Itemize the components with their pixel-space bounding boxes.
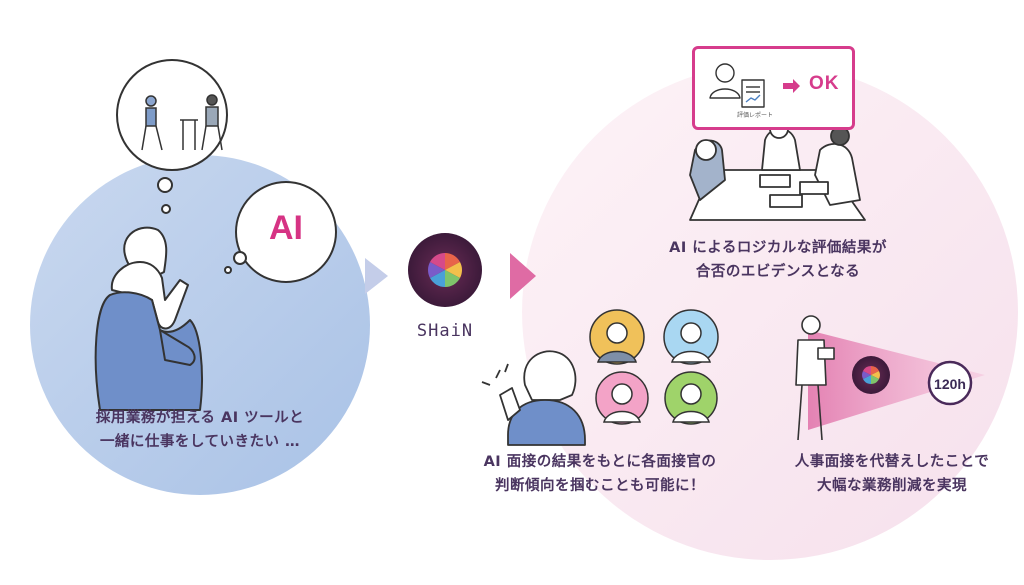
meeting-scene-illustration — [141, 94, 223, 151]
caption-bottom-middle-line-2: 判断傾向を掴むことも可能に！ — [495, 478, 705, 494]
arrow-right — [510, 253, 536, 299]
right-circle — [522, 64, 1018, 560]
thinking-woman-illustration — [94, 226, 203, 411]
presenter-illustration — [795, 315, 835, 441]
caption-bottom-right-line-1: 人事面接を代替えしたことで — [794, 454, 990, 470]
arrow-left — [365, 258, 388, 294]
smiling-woman-illustration — [481, 350, 586, 446]
main-logo-pie-icon — [428, 253, 462, 287]
caption-left-line-2: 一緒に仕事をしていきたい … — [99, 434, 301, 450]
small-logo-pie-icon — [862, 366, 880, 384]
caption-top-right-line-2: 合否のエビデンスとなる — [695, 264, 861, 280]
caption-bottom-middle: AI 面接の結果をもとに各面接官の 判断傾向を掴むことも可能に！ — [465, 450, 735, 498]
report-label: 評価レポート — [736, 112, 773, 119]
caption-left: 採用業務が担える AI ツールと 一緒に仕事をしていきたい … — [75, 406, 325, 454]
caption-top-right-line-1: AI によるロジカルな評価結果が — [669, 240, 887, 256]
evaluation-box-contents — [709, 63, 800, 108]
logo-label: SHaiN — [416, 321, 474, 341]
evaluation-box — [692, 46, 855, 130]
caption-bottom-right-line-2: 大幅な業務削減を実現 — [817, 478, 967, 494]
hours-label: 120h — [934, 376, 966, 392]
caption-left-line-1: 採用業務が担える AI ツールと — [95, 410, 305, 426]
arrow-right-icon — [783, 79, 800, 93]
ok-label: OK — [809, 73, 840, 94]
evaluation-meeting-illustration — [689, 119, 866, 221]
reduction-beam — [808, 330, 985, 430]
caption-bottom-right: 人事面接を代替えしたことで 大幅な業務削減を実現 — [782, 450, 1002, 498]
caption-bottom-middle-line-1: AI 面接の結果をもとに各面接官の — [483, 454, 717, 470]
ai-bubble-text: AI — [269, 209, 303, 247]
interviewer-avatars — [589, 309, 719, 425]
hours-circle — [927, 360, 973, 406]
caption-top-right: AI によるロジカルな評価結果が 合否のエビデンスとなる — [648, 236, 908, 284]
